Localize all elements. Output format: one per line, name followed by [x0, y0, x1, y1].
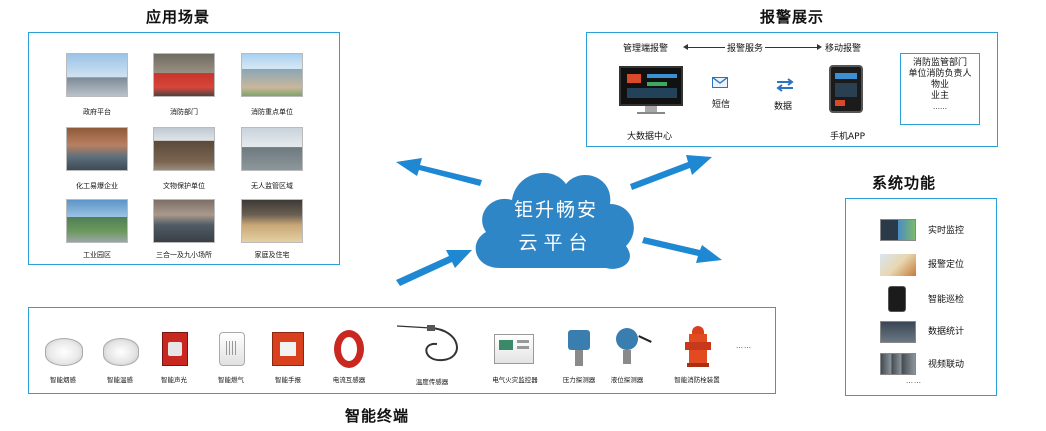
- terminal-label-pressure: 压力探测器: [562, 376, 596, 384]
- function-realtime-monitor: 实时监控: [928, 226, 965, 236]
- fire-hydrant-icon: [685, 326, 711, 368]
- cloud-line1: 钜升畅安: [513, 199, 598, 221]
- scene-label-industrial-park: 工业园区: [83, 251, 111, 259]
- arrow-to-alarm: [630, 155, 712, 190]
- alarm-panel: 管理端报警 报警服务 移动报警 大数据中心 短信 数据 手机APP 消防监管部门…: [586, 32, 998, 147]
- arrow-right-head: [817, 44, 822, 50]
- recipient-owner: 业主: [930, 91, 949, 101]
- terminals-panel: 智能烟感 智能温感 智能声光 智能燃气 智能手报 电流互感器 温度传感器 电气火…: [28, 307, 776, 394]
- alarm-service-label: 报警服务: [725, 41, 766, 54]
- scenarios-title: 应用场景: [146, 8, 211, 26]
- terminal-label-liquid-level: 液位探测器: [610, 376, 644, 384]
- bigdata-label: 大数据中心: [627, 132, 673, 142]
- scene-image-chemical: [66, 127, 128, 171]
- scenarios-panel: 政府平台 消防部门 消防重点单位 化工易爆企业 文物保护单位 无人监管区域 工业…: [28, 32, 340, 265]
- terminal-label-gas: 智能燃气: [218, 376, 244, 384]
- gas-detector-icon: [219, 332, 245, 366]
- terminal-label-current: 电流互感器: [332, 376, 366, 384]
- data-transfer-icon: [775, 77, 795, 92]
- terminal-label-smoke: 智能烟感: [50, 376, 76, 384]
- scene-label-key-unit: 消防重点单位: [251, 108, 293, 116]
- scene-label-residential: 家庭及住宅: [254, 251, 290, 259]
- electrical-fire-monitor-icon: [494, 334, 534, 364]
- terminal-label-sound-light: 智能声光: [161, 376, 187, 384]
- function-data-stats: 数据统计: [928, 327, 965, 337]
- functions-panel: 实时监控 报警定位 智能巡检 数据统计 视频联动 ……: [845, 198, 997, 396]
- functions-title: 系统功能: [872, 174, 937, 192]
- terminal-label-heat: 智能温感: [107, 376, 133, 384]
- current-transformer-icon: [334, 330, 364, 368]
- cloud-line2: 云平台: [518, 232, 594, 254]
- scene-label-small-venues: 三合一及九小场所: [156, 251, 212, 259]
- heat-detector-icon: [103, 338, 139, 366]
- scene-label-unmanned: 无人监管区域: [251, 182, 293, 190]
- sms-label: 短信: [712, 100, 731, 110]
- function-smart-patrol: 智能巡检: [928, 295, 965, 305]
- scene-image-residential: [241, 199, 303, 243]
- terminals-title: 智能终端: [345, 407, 410, 425]
- recipient-fire-dept: 消防监管部门: [912, 58, 967, 68]
- alarm-mgmt-label: 管理端报警: [623, 44, 669, 54]
- terminal-label-manual: 智能手报: [275, 376, 301, 384]
- bigdata-monitor-icon: [619, 66, 683, 106]
- monitor-base: [637, 112, 665, 114]
- manual-call-point-icon: [272, 332, 304, 366]
- arrow-to-scenarios: [396, 158, 482, 186]
- arrow-left-head: [683, 44, 688, 50]
- scene-label-chemical: 化工易爆企业: [76, 182, 118, 190]
- scene-label-government: 政府平台: [83, 108, 111, 116]
- recipient-unit-manager: 单位消防负责人: [908, 69, 972, 79]
- alarm-location-icon: [880, 254, 916, 276]
- app-label: 手机APP: [830, 132, 866, 142]
- scene-label-heritage: 文物保护单位: [163, 182, 205, 190]
- terminal-label-hydrant: 智能消防栓装置: [674, 376, 720, 384]
- cloud-shape: [475, 172, 634, 269]
- sound-light-alarm-icon: [162, 332, 188, 366]
- pressure-detector-icon: [566, 330, 592, 368]
- terminal-label-temperature: 温度传感器: [415, 378, 449, 386]
- scene-image-fire-dept: [153, 53, 215, 97]
- recipient-more: ……: [933, 103, 947, 111]
- scene-image-industrial-park: [66, 199, 128, 243]
- scene-label-fire-dept: 消防部门: [170, 108, 198, 116]
- recipient-property: 物业: [930, 80, 949, 90]
- functions-more: ……: [906, 377, 922, 385]
- temperature-sensor-icon: [396, 325, 458, 362]
- data-label: 数据: [774, 102, 793, 112]
- smoke-detector-icon: [45, 338, 83, 366]
- terminals-more: ……: [736, 342, 752, 350]
- scene-image-government: [66, 53, 128, 97]
- scene-image-key-unit: [241, 53, 303, 97]
- video-linkage-icon: [880, 353, 916, 375]
- scene-image-heritage: [153, 127, 215, 171]
- realtime-monitor-icon: [880, 219, 916, 241]
- liquid-level-detector-icon: [614, 328, 654, 368]
- function-video-linkage: 视频联动: [928, 360, 965, 370]
- data-stats-icon: [880, 321, 916, 343]
- recipients-box: 消防监管部门 单位消防负责人 物业 业主 ……: [900, 53, 980, 125]
- arrow-from-terminals: [396, 250, 472, 286]
- scene-image-small-venues: [153, 199, 215, 243]
- alarm-mobile-label: 移动报警: [825, 44, 862, 54]
- smart-patrol-icon: [888, 286, 906, 312]
- scene-image-unmanned: [241, 127, 303, 171]
- terminal-label-electrical-fire: 电气火灾监控器: [492, 376, 538, 384]
- mobile-phone-icon: [829, 65, 863, 113]
- alarm-title: 报警展示: [760, 8, 825, 26]
- function-alarm-location: 报警定位: [928, 260, 965, 270]
- cloud-platform: [475, 172, 634, 269]
- arrow-to-functions: [642, 237, 722, 263]
- sms-envelope-icon: [711, 76, 728, 88]
- monitor-stand: [645, 106, 657, 112]
